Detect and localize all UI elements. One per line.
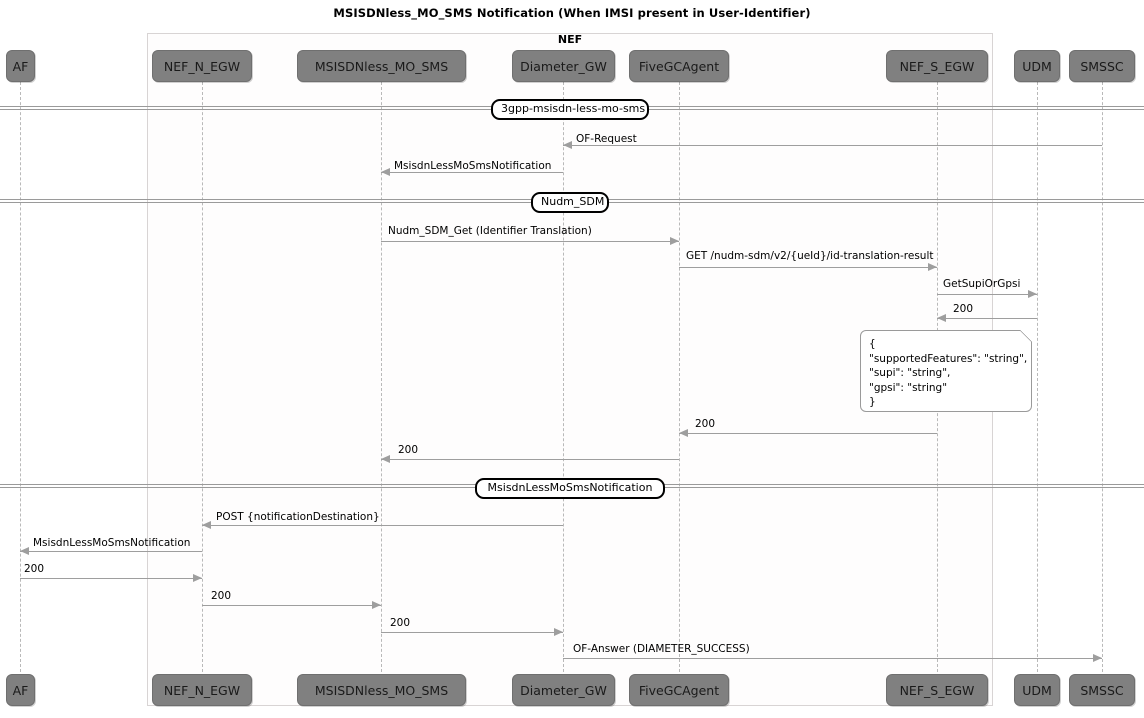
message-label-200-nef-n-egw: 200: [211, 590, 232, 602]
note-fold-corner: [1020, 330, 1032, 342]
message-label-200-msisdnless-mo-sms: 200: [390, 617, 411, 629]
participant-fivegcagent-top[interactable]: FiveGCAgent: [629, 50, 729, 82]
message-label-of-answer: OF-Answer (DIAMETER_SUCCESS): [573, 643, 750, 655]
message-line-getsupiorgpsi: [937, 294, 1037, 295]
participant-nef-s-egw-bottom[interactable]: NEF_S_EGW: [886, 674, 988, 706]
participant-fivegcagent-bottom[interactable]: FiveGCAgent: [629, 674, 729, 706]
message-line-200-nef-n-egw: [202, 605, 381, 606]
lifeline-af: [20, 82, 21, 672]
arrow-head-msisdnless-mo-sms-notification-2: [20, 547, 29, 555]
participant-nef-n-egw-bottom[interactable]: NEF_N_EGW: [152, 674, 252, 706]
message-label-get-id-translation-result: GET /nudm-sdm/v2/{ueId}/id-translation-r…: [686, 250, 934, 262]
divider-label-3gpp-msisdn-less-mo-sms: 3gpp-msisdn-less-mo-sms: [491, 99, 649, 120]
message-line-200-fivegcagent: [381, 459, 679, 460]
participant-smssc-top[interactable]: SMSSC: [1069, 50, 1135, 82]
arrow-head-getsupiorgpsi: [1028, 290, 1037, 298]
participant-diameter-gw-top[interactable]: Diameter_GW: [512, 50, 615, 82]
group-label-nef: NEF: [557, 33, 583, 46]
arrow-head-of-request: [563, 141, 572, 149]
lifeline-diameter-gw: [563, 82, 564, 672]
participant-udm-top[interactable]: UDM: [1014, 50, 1060, 82]
message-line-200-msisdnless-mo-sms: [381, 632, 563, 633]
arrow-head-200-af: [193, 574, 202, 582]
message-label-of-request: OF-Request: [576, 133, 637, 145]
arrow-head-get-id-translation-result: [928, 263, 937, 271]
lifeline-nef-n-egw: [202, 82, 203, 672]
page-title: MSISDNless_MO_SMS Notification (When IMS…: [333, 6, 811, 20]
message-label-200-af: 200: [24, 563, 45, 575]
arrow-head-200-fivegcagent: [381, 455, 390, 463]
arrow-head-nudm-sdm-get: [670, 237, 679, 245]
lifeline-msisdnless-mo-sms: [381, 82, 382, 672]
participant-msisdnless-mo-sms-top[interactable]: MSISDNless_MO_SMS: [297, 50, 466, 82]
message-line-post-notification-destination: [202, 525, 563, 526]
message-label-200-fivegcagent: 200: [398, 444, 419, 456]
message-label-200-udm: 200: [953, 303, 974, 315]
arrow-head-200-msisdnless-mo-sms: [554, 628, 563, 636]
participant-diameter-gw-bottom[interactable]: Diameter_GW: [512, 674, 615, 706]
participant-nef-n-egw-top[interactable]: NEF_N_EGW: [152, 50, 252, 82]
participant-msisdnless-mo-sms-bottom[interactable]: MSISDNless_MO_SMS: [297, 674, 466, 706]
arrow-head-200-nef-s-egw: [679, 429, 688, 437]
arrow-head-post-notification-destination: [202, 521, 211, 529]
message-line-msisdnless-mo-sms-notification-2: [20, 551, 202, 552]
message-line-msisdnless-mo-sms-notification-1: [381, 172, 563, 173]
note-supi-gpsi-payload: { "supportedFeatures": "string", "supi":…: [860, 330, 1032, 412]
participant-af-bottom[interactable]: AF: [6, 674, 35, 706]
divider-label-nudm-sdm: Nudm_SDM: [531, 192, 609, 213]
message-line-200-nef-s-egw: [679, 433, 937, 434]
message-line-of-request: [563, 145, 1102, 146]
message-label-nudm-sdm-get: Nudm_SDM_Get (Identifier Translation): [388, 225, 592, 237]
message-label-post-notification-destination: POST {notificationDestination}: [216, 511, 380, 523]
message-label-200-nef-s-egw: 200: [695, 418, 716, 430]
participant-nef-s-egw-top[interactable]: NEF_S_EGW: [886, 50, 988, 82]
message-label-getsupiorgpsi: GetSupiOrGpsi: [943, 278, 1021, 290]
participant-af-top[interactable]: AF: [6, 50, 35, 82]
lifeline-smssc: [1102, 82, 1103, 672]
arrow-head-200-nef-n-egw: [372, 601, 381, 609]
lifeline-udm: [1037, 82, 1038, 672]
message-line-of-answer: [563, 658, 1102, 659]
divider-label-msisdnless-mo-sms-notification: MsisdnLessMoSmsNotification: [475, 478, 665, 499]
message-line-get-id-translation-result: [679, 267, 937, 268]
message-line-200-af: [20, 578, 202, 579]
message-line-200-udm: [937, 318, 1037, 319]
lifeline-fivegcagent: [679, 82, 680, 672]
arrow-head-of-answer: [1093, 654, 1102, 662]
message-label-msisdnless-mo-sms-notification-2: MsisdnLessMoSmsNotification: [33, 537, 191, 549]
arrow-head-msisdnless-mo-sms-notification-1: [381, 168, 390, 176]
participant-udm-bottom[interactable]: UDM: [1014, 674, 1060, 706]
arrow-head-200-udm: [937, 314, 946, 322]
message-label-msisdnless-mo-sms-notification-1: MsisdnLessMoSmsNotification: [394, 160, 552, 172]
participant-smssc-bottom[interactable]: SMSSC: [1069, 674, 1135, 706]
message-line-nudm-sdm-get: [381, 241, 679, 242]
